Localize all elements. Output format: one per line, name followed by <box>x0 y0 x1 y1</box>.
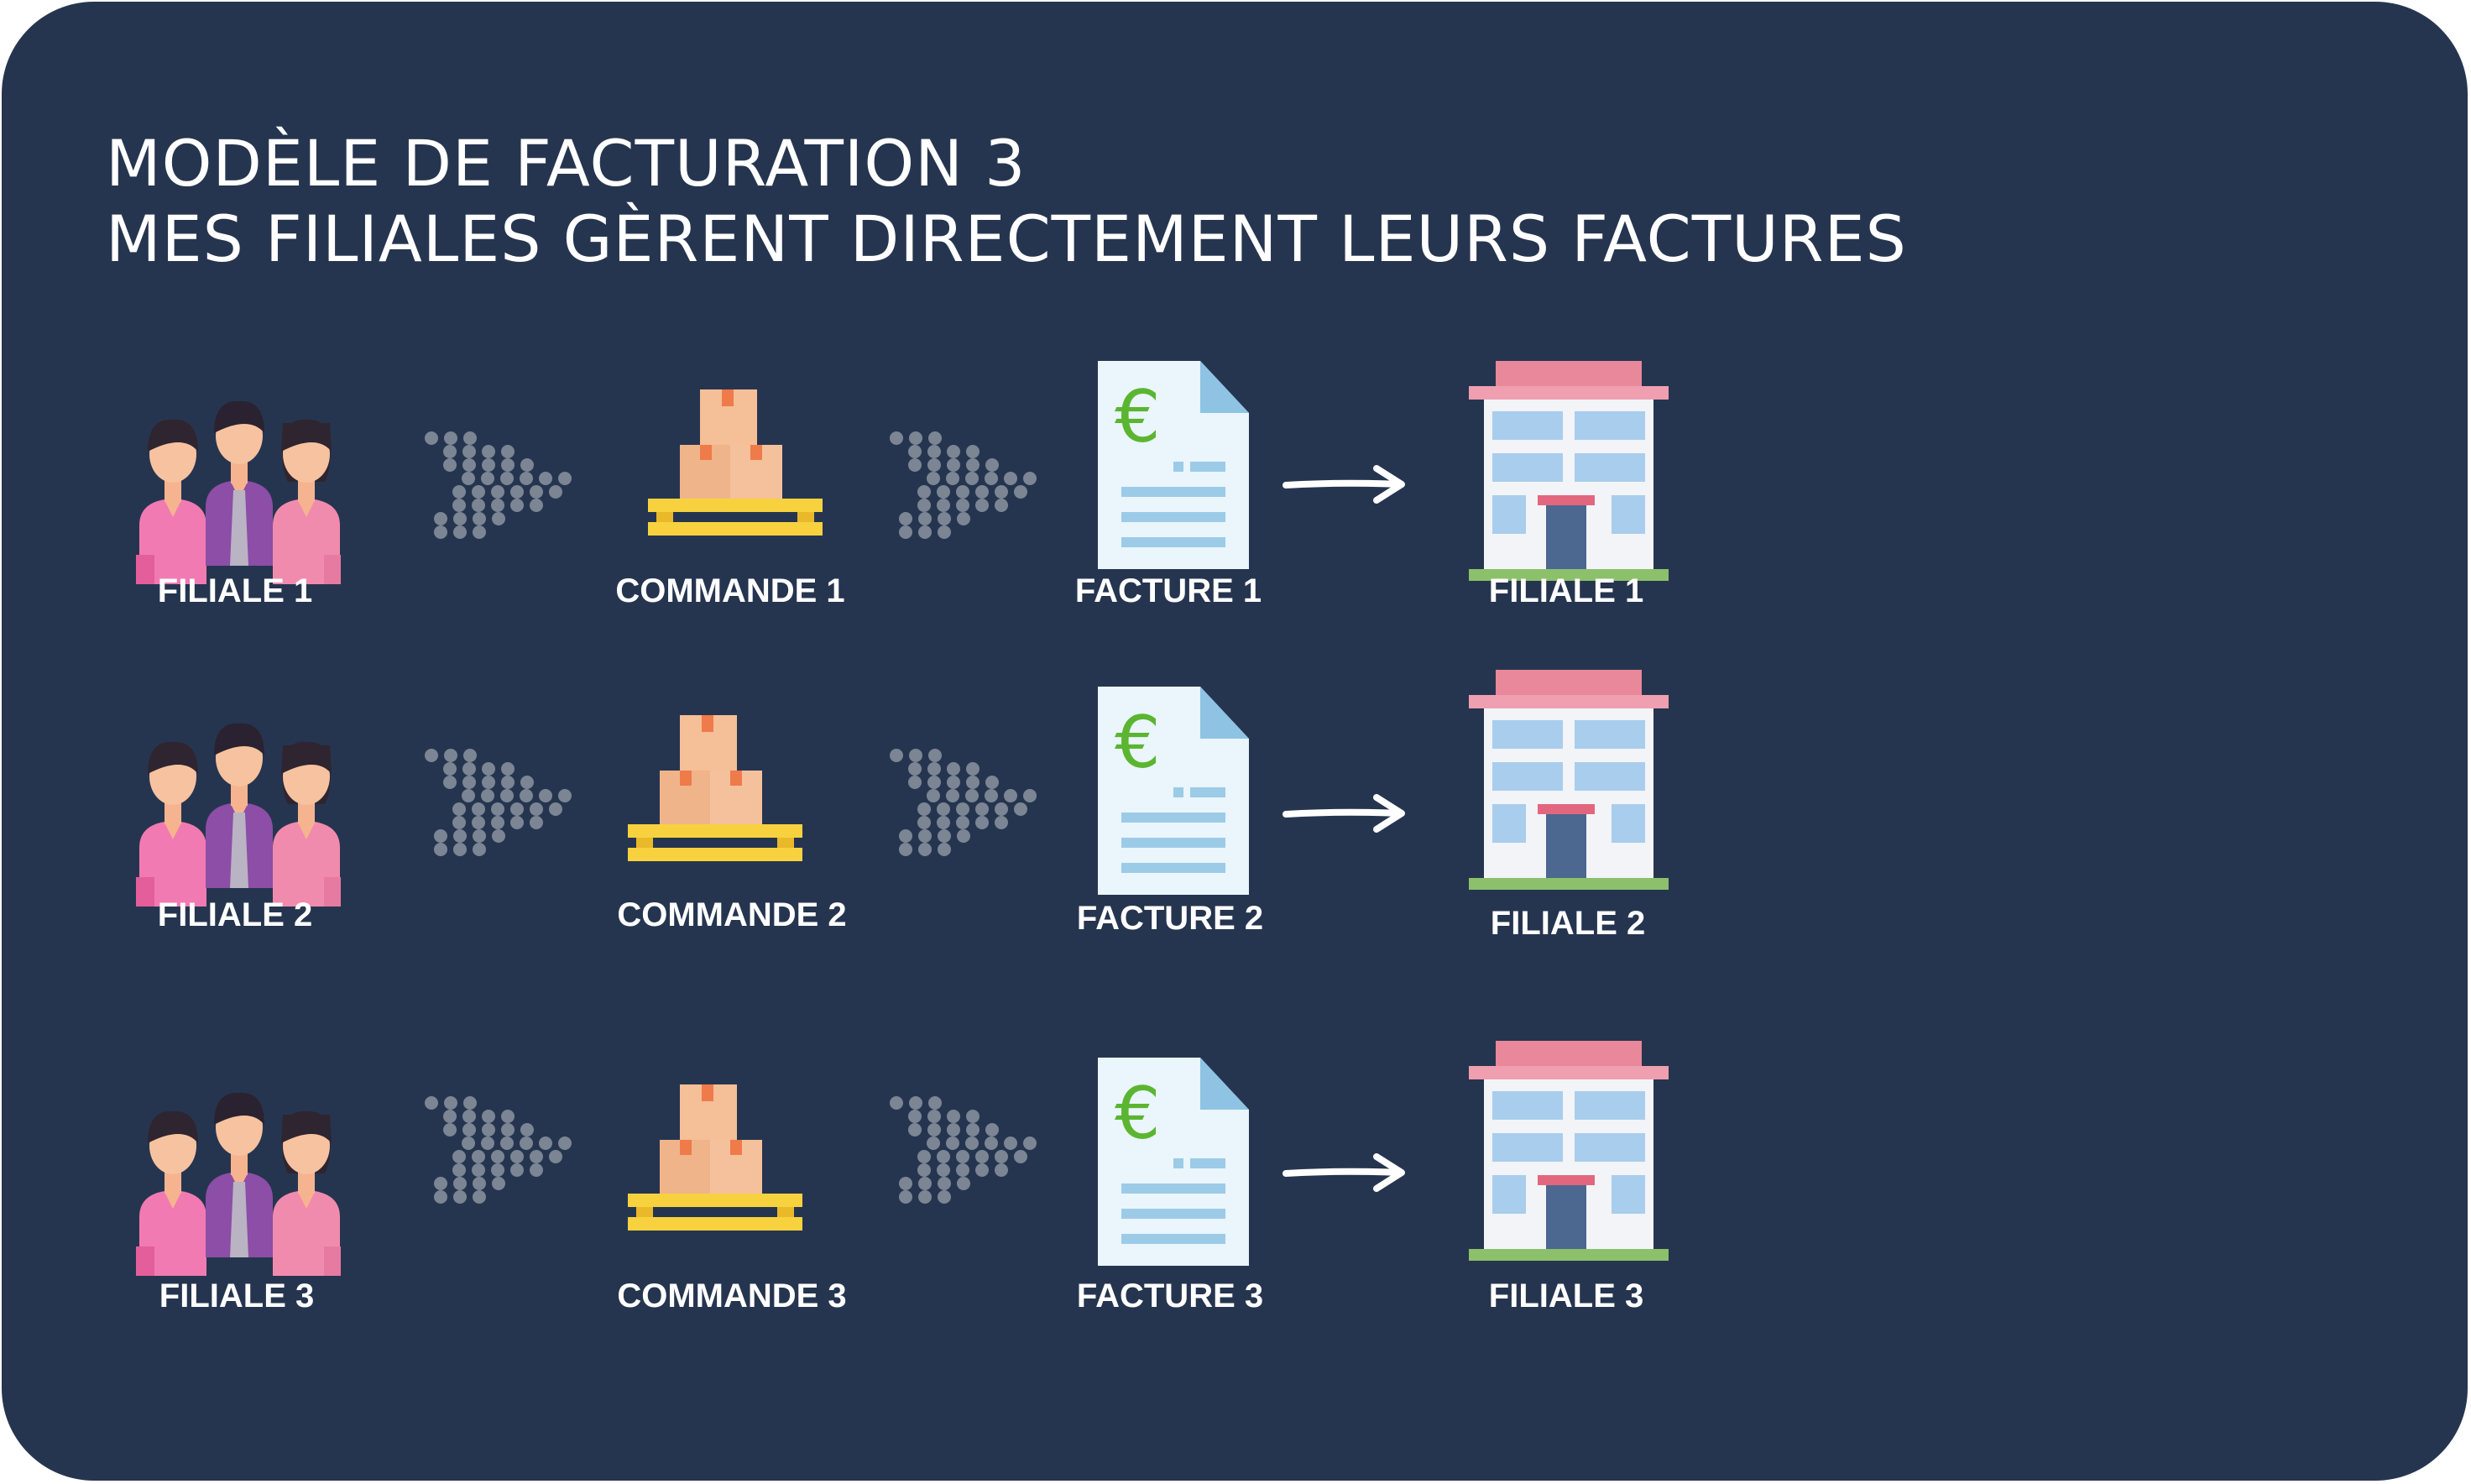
dotted-chevron-arrow-icon-2 <box>890 431 1037 539</box>
right-arrow-icon <box>1283 794 1405 833</box>
dotted-chevron-arrow-icon-1 <box>425 749 572 856</box>
order-label: COMMANDE 3 <box>617 1278 847 1314</box>
order-label: COMMANDE 2 <box>617 896 847 933</box>
building-label: FILIALE 1 <box>1488 572 1644 609</box>
order-label: COMMANDE 1 <box>615 572 845 609</box>
svg-text:€: € <box>1115 375 1161 459</box>
boxes-on-pallet-icon <box>628 1084 802 1231</box>
diagram-title: MODÈLE DE FACTURATION 3 MES FILIALES GÈR… <box>106 126 1907 277</box>
dotted-chevron-arrow-icon-1 <box>425 1096 572 1204</box>
team-label: FILIALE 2 <box>157 896 313 933</box>
boxes-on-pallet-icon <box>628 715 802 861</box>
boxes-on-pallet-icon <box>648 389 823 536</box>
invoice-label: FACTURE 3 <box>1076 1278 1264 1314</box>
euro-invoice-document-icon: € <box>1098 687 1249 895</box>
right-arrow-icon <box>1283 1153 1405 1192</box>
dotted-chevron-arrow-icon-2 <box>890 1096 1037 1204</box>
team-label: FILIALE 3 <box>159 1278 315 1314</box>
people-group-icon <box>136 400 341 584</box>
building-label: FILIALE 3 <box>1488 1278 1644 1314</box>
office-building-icon <box>1469 361 1669 581</box>
dotted-chevron-arrow-icon-2 <box>890 749 1037 856</box>
euro-invoice-document-icon: € <box>1098 361 1249 569</box>
right-arrow-icon <box>1283 465 1405 504</box>
people-group-icon <box>136 723 341 907</box>
svg-text:€: € <box>1115 1072 1161 1156</box>
invoice-label: FACTURE 2 <box>1076 900 1264 937</box>
svg-text:€: € <box>1115 701 1161 785</box>
title-line-1: MODÈLE DE FACTURATION 3 <box>106 126 1027 201</box>
dotted-chevron-arrow-icon-1 <box>425 431 572 539</box>
people-group-icon <box>136 1092 341 1276</box>
invoice-label: FACTURE 1 <box>1074 572 1262 609</box>
office-building-icon <box>1469 1041 1669 1261</box>
building-label: FILIALE 2 <box>1490 905 1646 942</box>
euro-invoice-document-icon: € <box>1098 1058 1249 1266</box>
team-label: FILIALE 1 <box>157 572 313 609</box>
title-line-2: MES FILIALES GÈRENT DIRECTEMENT LEURS FA… <box>106 201 1907 276</box>
office-building-icon <box>1469 670 1669 890</box>
